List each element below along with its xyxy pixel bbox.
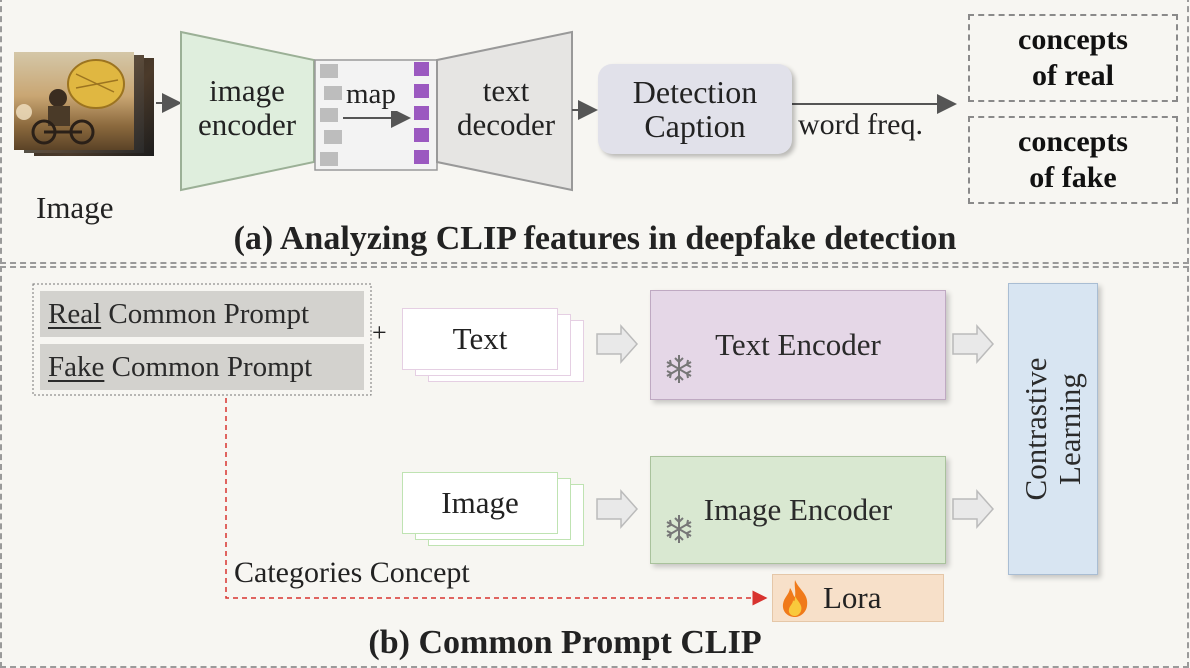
fake-prompt-rest: Common Prompt (104, 351, 313, 383)
purple-token-column (414, 62, 432, 168)
block-arrow-text (596, 324, 639, 364)
image-encoder-label: image encoder (197, 73, 297, 142)
input-image-stack (14, 52, 156, 158)
categories-concept-label: Categories Concept (234, 556, 470, 589)
panel-b-caption: (b) Common Prompt CLIP (368, 624, 762, 661)
detection-caption-box: Detection Caption (598, 64, 792, 154)
purple-token (414, 150, 429, 164)
real-prompt-rest: Common Prompt (101, 298, 310, 330)
text-decoder-label: text decoder (456, 73, 556, 142)
panel-b-frame (0, 266, 1189, 668)
word-freq-label: word freq. (798, 108, 923, 141)
image-encoder-trapezoid (180, 30, 315, 192)
gray-token (320, 152, 338, 166)
text-encoder-label: Text Encoder (715, 327, 881, 362)
text-stack-label: Text (452, 321, 508, 356)
purple-token (414, 84, 429, 98)
panel-a-caption: (a) Analyzing CLIP features in deepfake … (233, 220, 957, 257)
image-encoder-label: Image Encoder (703, 492, 893, 527)
block-arrow-image (596, 489, 639, 529)
image-stack-front: Image (402, 472, 558, 534)
concepts-of-real-box: concepts of real (968, 14, 1178, 102)
image-stack-label: Image (441, 485, 519, 520)
fake-word: Fake (48, 351, 105, 383)
gray-token (320, 108, 338, 122)
image-encoder-box: Image Encoder (650, 456, 946, 564)
contrastive-learning-box: Contrastive Learning (1008, 283, 1098, 575)
gray-token (324, 86, 342, 100)
text-encoder-box: Text Encoder (650, 290, 946, 400)
lora-box: Lora (772, 574, 944, 622)
purple-token (414, 62, 429, 76)
block-arrow-image-encoder (952, 489, 995, 529)
panel-a-frame (0, 0, 1189, 264)
image-thumbnail-art (16, 59, 125, 145)
gray-token (324, 130, 342, 144)
concepts-of-fake-box: concepts of fake (968, 116, 1178, 204)
purple-token (414, 128, 429, 142)
snowflake-icon (666, 355, 692, 383)
gray-token-column (320, 64, 342, 168)
map-label: map (344, 78, 398, 111)
text-decoder-trapezoid (436, 30, 573, 192)
real-common-prompt: Real Common Prompt (40, 291, 364, 337)
snowflake-icon (666, 515, 692, 543)
fake-common-prompt: Fake Common Prompt (40, 344, 364, 390)
block-arrow-text-encoder (952, 324, 995, 364)
plus-sign: + (372, 318, 387, 347)
categories-concept-dashed-arrow (225, 398, 768, 606)
prompt-group-frame (32, 283, 372, 396)
real-word: Real (48, 298, 102, 330)
image-card-front (14, 52, 134, 150)
fire-icon (782, 580, 808, 617)
gray-token (320, 64, 338, 78)
lora-label: Lora (823, 580, 882, 615)
image-label: Image (36, 190, 114, 225)
text-stack-front: Text (402, 308, 558, 370)
contrastive-learning-label: Contrastive Learning (1018, 357, 1087, 501)
purple-token (414, 106, 429, 120)
